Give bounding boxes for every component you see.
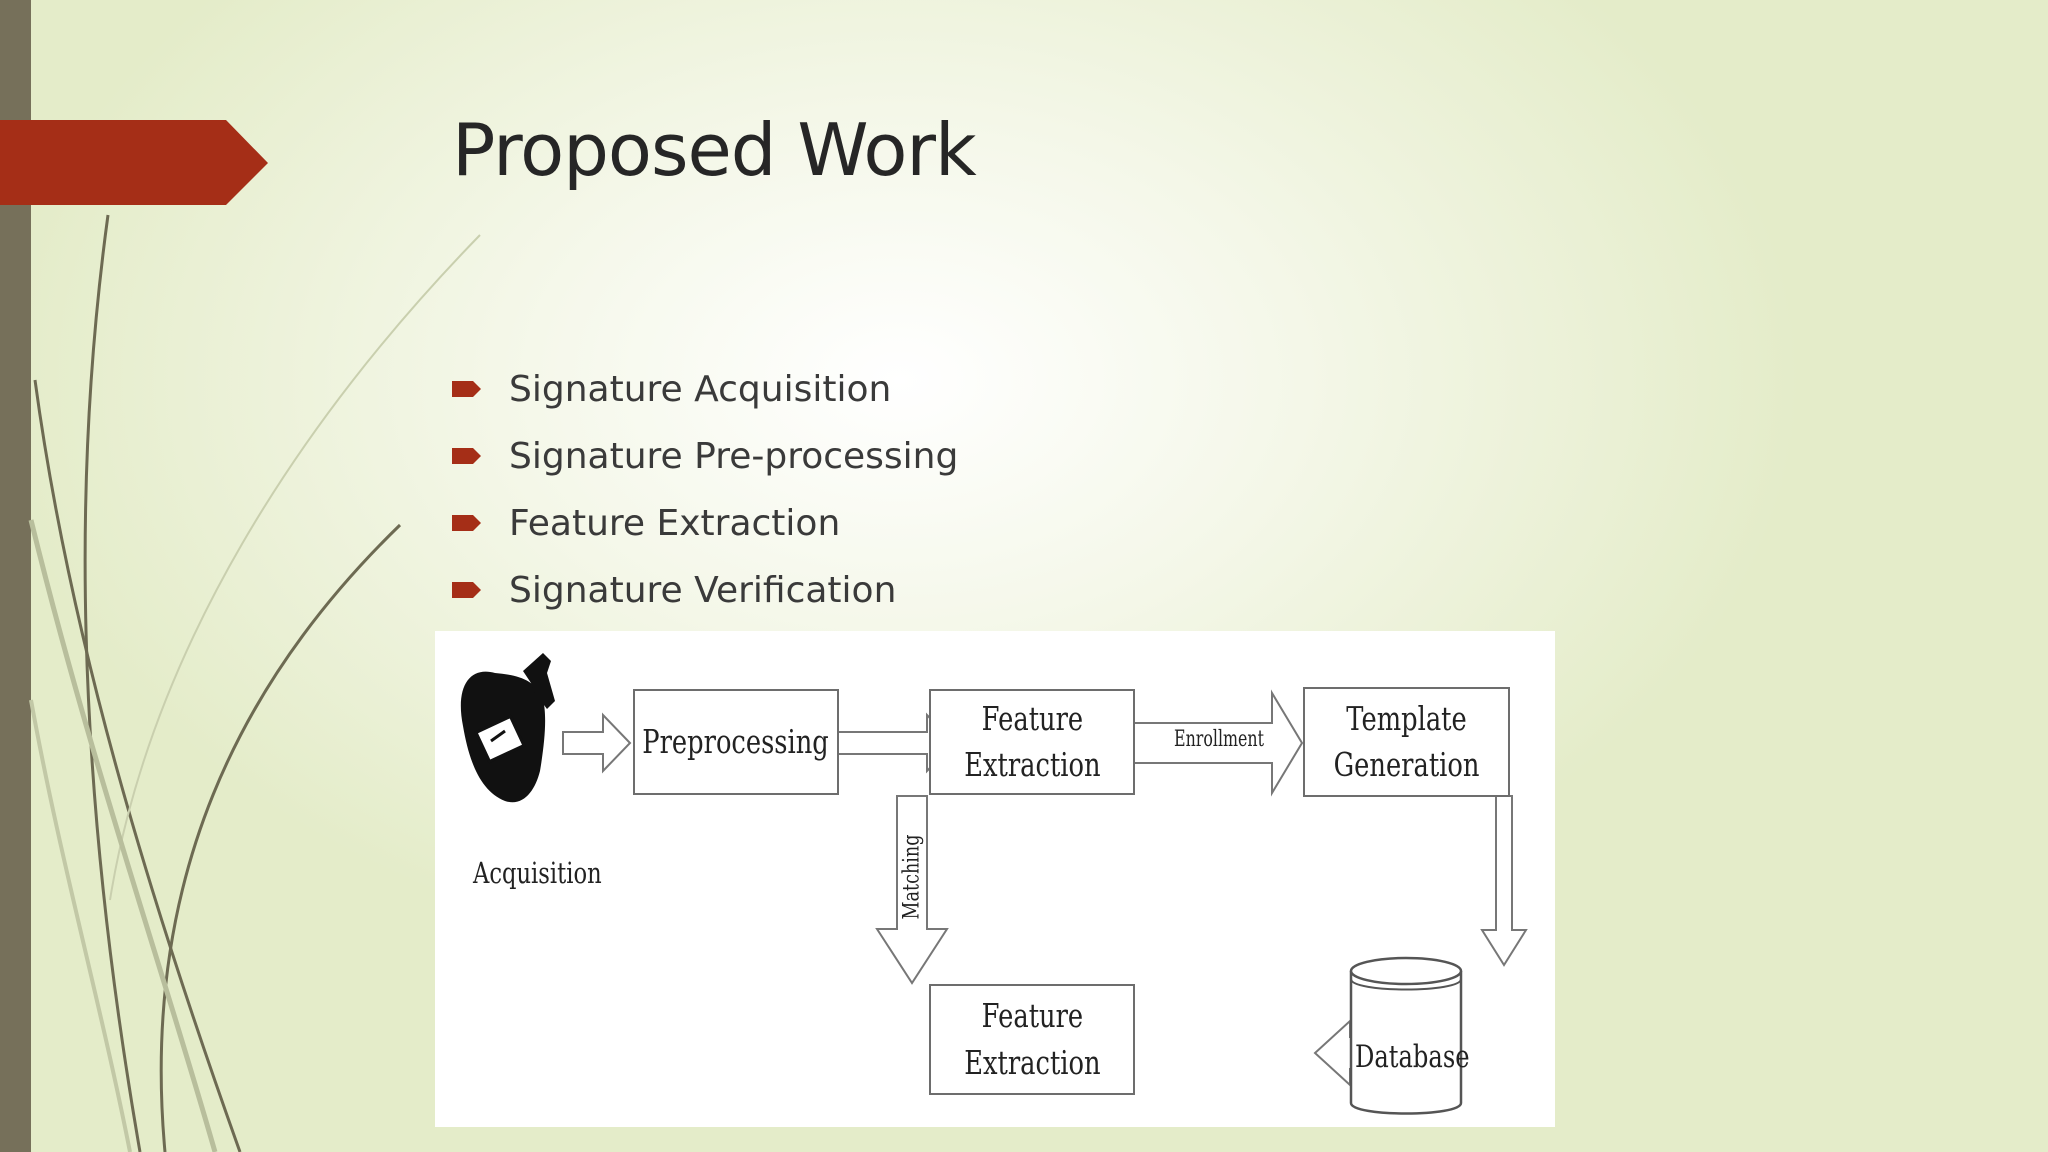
arrow-bullet-icon — [452, 582, 481, 598]
arrow-acquisition-to-preprocessing — [562, 712, 632, 774]
bullet-item: Signature Pre-processing — [452, 429, 958, 496]
bullet-item: Signature Acquisition — [452, 362, 958, 429]
decorative-curve — [83, 214, 142, 1152]
preprocessing-box: Preprocessing — [633, 689, 839, 795]
acquisition-label: Acquisition — [473, 856, 602, 890]
bullet-item: Feature Extraction — [452, 496, 958, 563]
signature-pad-icon — [460, 653, 555, 803]
node-label: Generation — [1333, 745, 1480, 784]
decorative-curve — [109, 234, 481, 901]
node-label: Preprocessing — [642, 721, 830, 761]
bullet-item: Signature Verification — [452, 563, 958, 630]
decorative-curve — [159, 523, 402, 1152]
template-generation-box: Template Generation — [1303, 687, 1510, 797]
node-label: Template — [1346, 698, 1467, 738]
node-label: Extraction — [963, 745, 1101, 784]
decorative-curve — [29, 699, 132, 1152]
feature-extraction-verify-box: Feature Extraction — [929, 984, 1135, 1095]
bullet-text: Signature Acquisition — [509, 369, 892, 410]
slide-title: Proposed Work — [452, 108, 977, 192]
feature-extraction-box: Feature Extraction — [929, 689, 1135, 795]
diagram-connectors — [460, 653, 1528, 1115]
node-label: Feature — [981, 996, 1083, 1036]
arrow-template-to-database — [1480, 795, 1528, 967]
arrow-bullet-icon — [452, 381, 481, 397]
arrow-bullet-icon — [452, 515, 481, 531]
bullet-list: Signature Acquisition Signature Pre-proc… — [452, 362, 958, 630]
node-label: Extraction — [963, 1042, 1101, 1082]
node-label: Feature — [981, 698, 1083, 738]
flow-diagram: Preprocessing Feature Extraction Templat… — [435, 631, 1555, 1127]
decorative-curve — [33, 379, 242, 1152]
enrollment-label: Enrollment — [1174, 727, 1264, 752]
database-label: Database — [1355, 1039, 1470, 1075]
arrow-enrollment — [1132, 689, 1304, 797]
database-cylinder — [1349, 956, 1463, 1115]
bullet-text: Signature Verification — [509, 570, 897, 611]
matching-label: Matching — [899, 834, 925, 920]
arrow-bullet-icon — [452, 448, 481, 464]
title-arrow-banner — [0, 120, 268, 205]
decorative-curve — [28, 519, 218, 1152]
bullet-text: Signature Pre-processing — [509, 436, 959, 477]
arrow-matching — [875, 795, 949, 985]
bullet-text: Feature Extraction — [509, 503, 841, 544]
